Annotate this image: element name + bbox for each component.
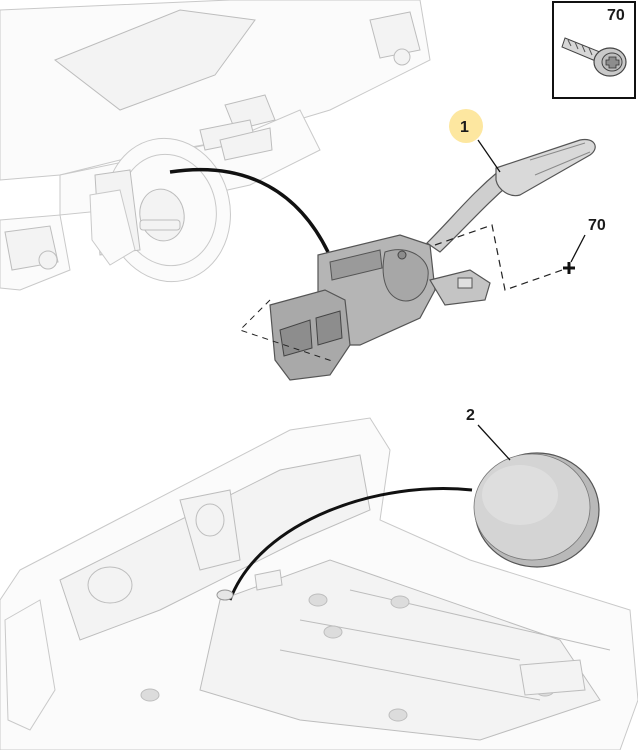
plug-hole xyxy=(216,589,234,601)
floor-pan-illustration xyxy=(0,417,638,750)
rubber-plug xyxy=(473,452,600,568)
callout-1: 1 xyxy=(449,109,501,173)
callout-70: 70 xyxy=(570,217,606,263)
inset-part-number: 70 xyxy=(607,7,625,24)
callout-2: 2 xyxy=(466,407,511,461)
callout-label-70: 70 xyxy=(588,217,606,234)
dashboard-illustration xyxy=(0,0,431,291)
screw-position-marker xyxy=(563,262,575,274)
steering-column-switch xyxy=(269,138,596,381)
screw-icon xyxy=(561,37,627,77)
dashed-guide-switch xyxy=(239,299,336,363)
callout-label-2: 2 xyxy=(466,407,475,424)
leader-curve-lower xyxy=(228,487,473,601)
callout-label-1: 1 xyxy=(460,119,469,136)
leader-curve-upper xyxy=(169,167,330,253)
part-inset-70: 70 xyxy=(552,1,636,99)
dashed-guide-70 xyxy=(434,224,569,291)
